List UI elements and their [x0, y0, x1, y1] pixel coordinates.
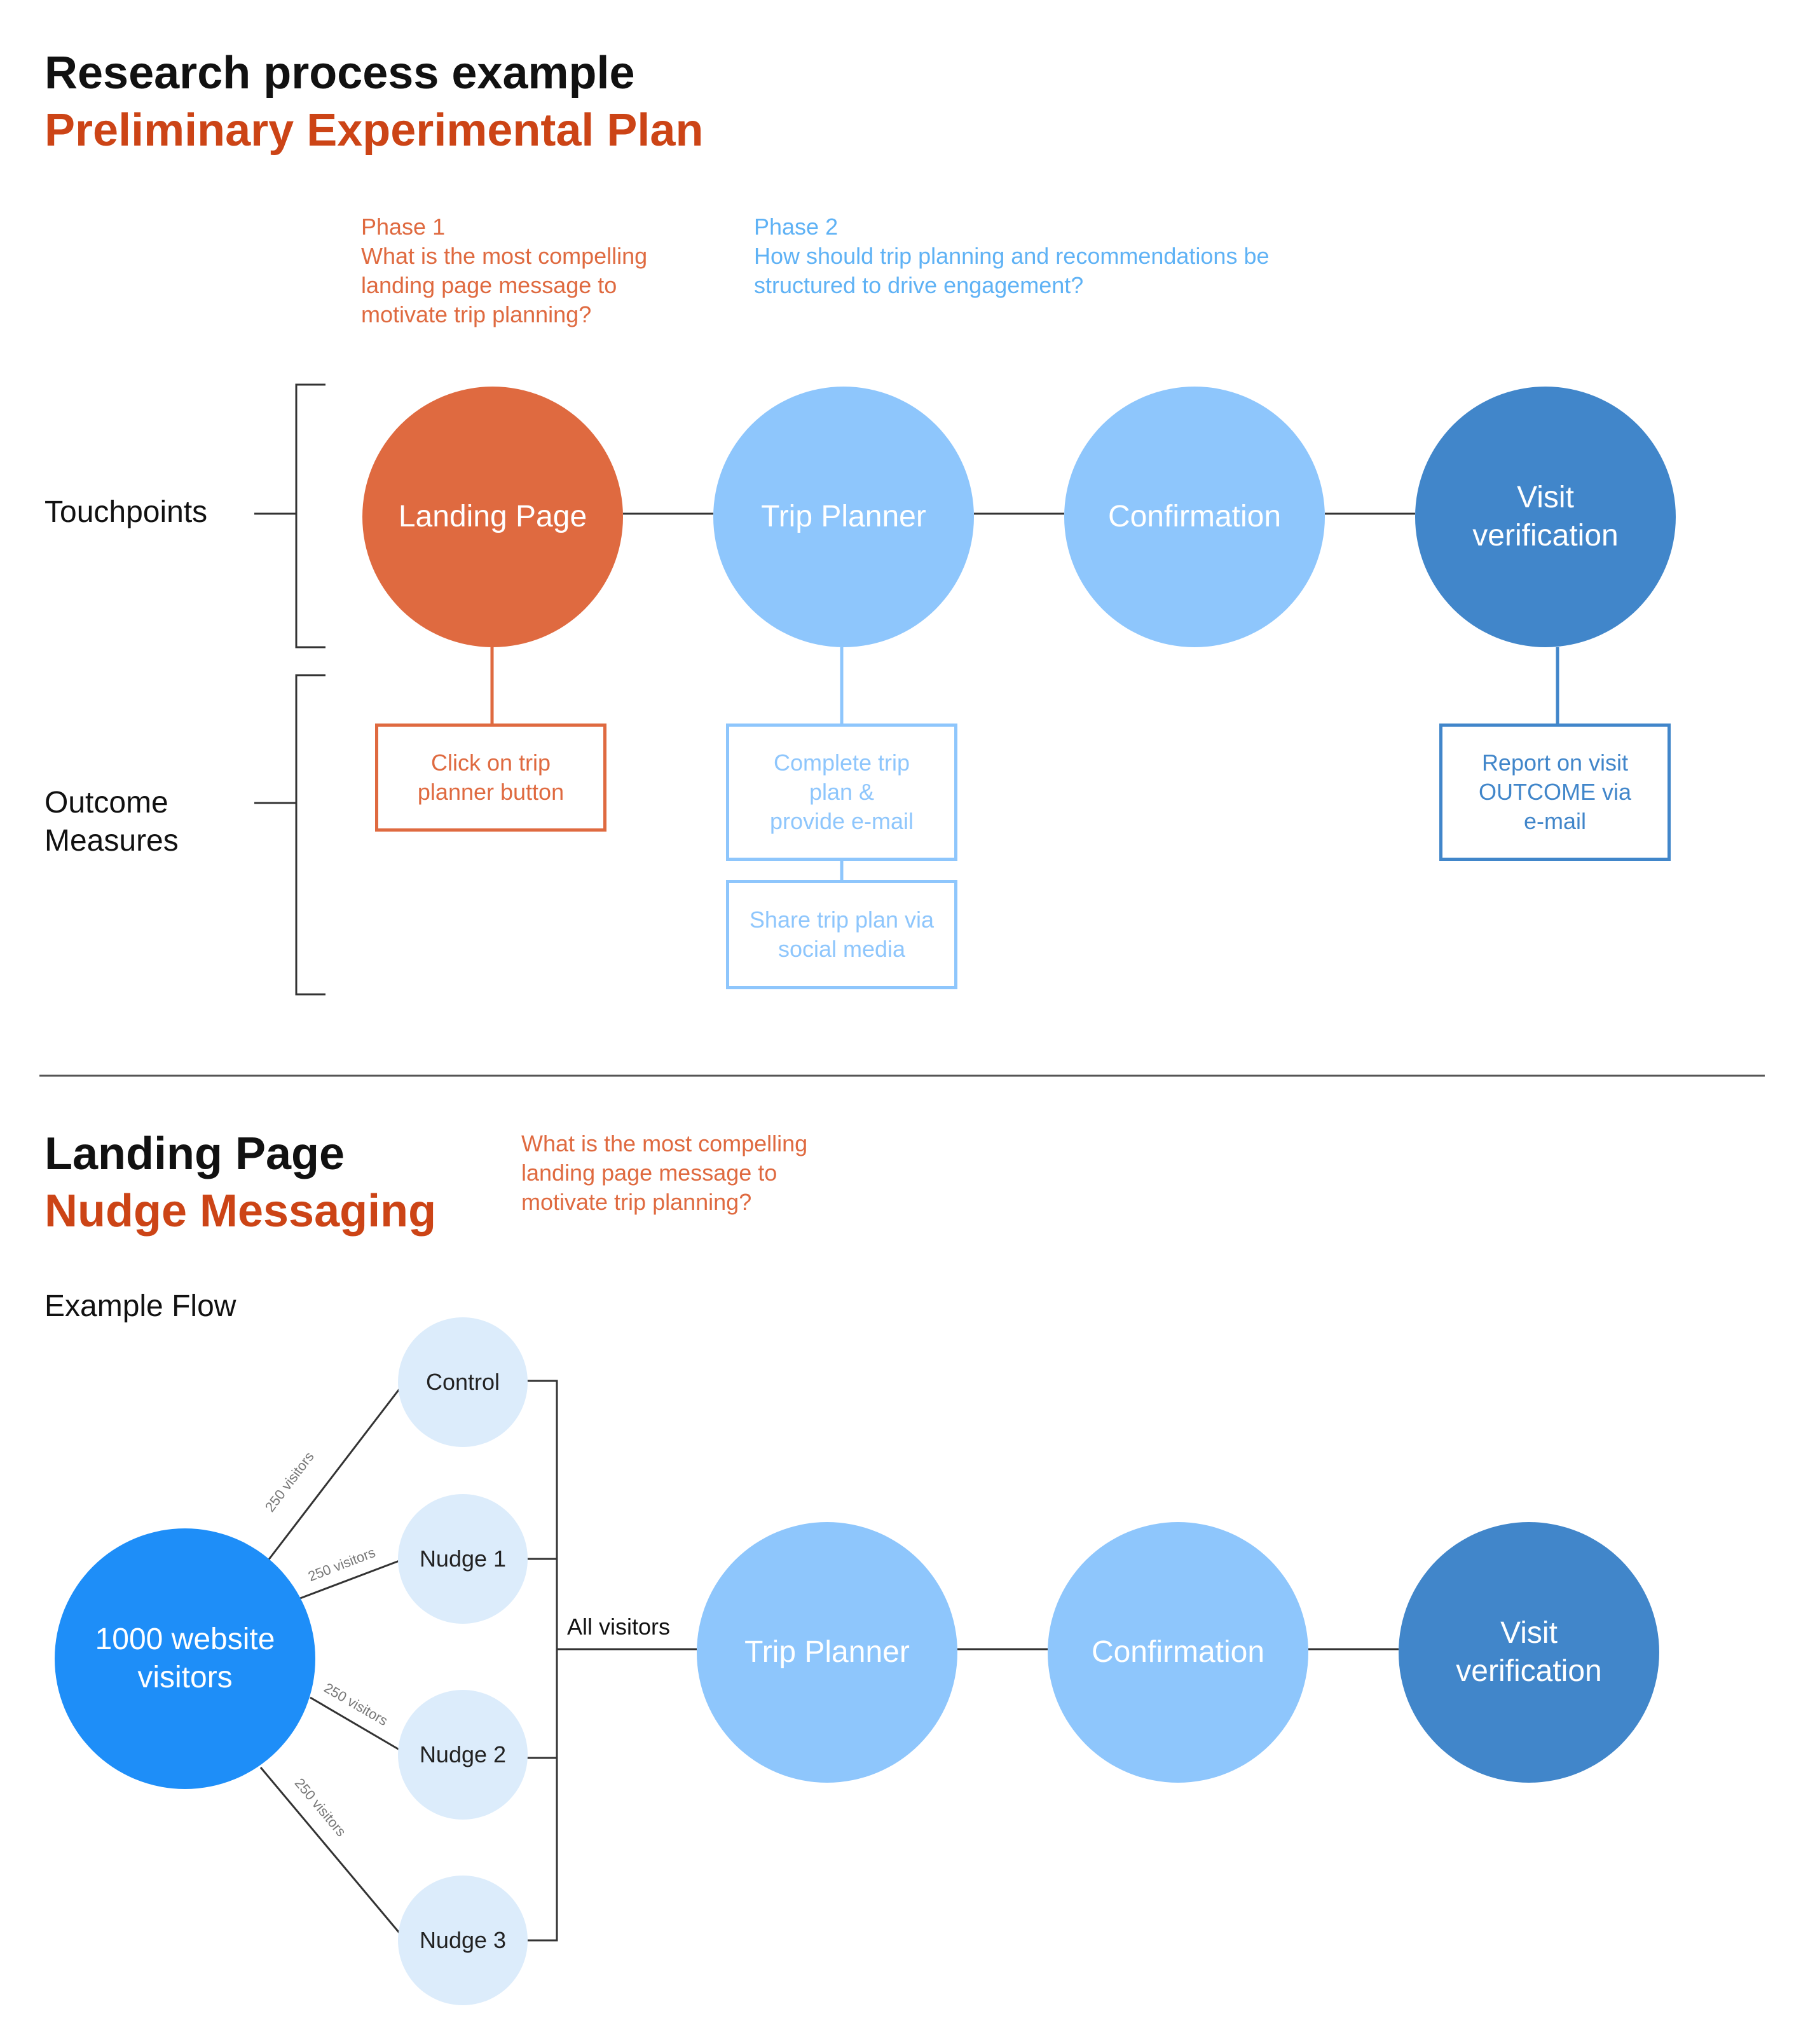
edge-nudge1: [299, 1560, 400, 1600]
touchpoints-bracket: [295, 383, 325, 648]
outcome-visit: Report on visit OUTCOME via e-mail: [1439, 724, 1671, 861]
group-nudge-3: Nudge 3: [398, 1876, 528, 2005]
section1-subtitle: Preliminary Experimental Plan: [45, 105, 704, 156]
merge-bracket: [526, 1380, 558, 1942]
touchpoint-confirmation-label: Confirmation: [1107, 500, 1282, 533]
edge-nudge2: [310, 1696, 400, 1751]
group-nudge-3-label: Nudge 3: [419, 1927, 507, 1953]
outcome-landing-label: Click on trip planner button: [417, 750, 565, 805]
group-control: Control: [398, 1317, 528, 1447]
outcome-landing: Click on trip planner button: [375, 724, 606, 832]
touchpoint-visit-verification-label: Visit verification: [1472, 481, 1619, 552]
touchpoint-visit-verification: Visit verification: [1415, 387, 1676, 647]
section2-question: What is the most compelling landing page…: [521, 1130, 808, 1215]
outcome-planner-2-label: Share trip plan via social media: [749, 907, 935, 962]
flow-visit-verification-label: Visit verification: [1456, 1616, 1602, 1688]
outcome-planner-2: Share trip plan via social media: [726, 880, 957, 989]
touchpoint-landing-page: Landing Page: [362, 387, 623, 647]
group-nudge-2: Nudge 2: [398, 1690, 528, 1820]
outcome-visit-label: Report on visit OUTCOME via e-mail: [1478, 750, 1631, 834]
section2-title: Landing Page: [45, 1128, 345, 1179]
phase1-label: Phase 1: [361, 214, 446, 240]
group-nudge-1-label: Nudge 1: [419, 1546, 507, 1572]
edge-control: [267, 1389, 401, 1561]
group-nudge-2-label: Nudge 2: [419, 1741, 507, 1767]
group-nudge-1: Nudge 1: [398, 1494, 528, 1624]
phase2-question: How should trip planning and recommendat…: [754, 243, 1270, 298]
flow-trip-planner: Trip Planner: [697, 1522, 957, 1783]
group-control-label: Control: [425, 1369, 500, 1395]
source-visitors-label: 1000 website visitors: [95, 1622, 275, 1694]
outcomes-bracket: [295, 674, 325, 996]
section2-subtitle: Nudge Messaging: [45, 1186, 437, 1237]
phase2-label: Phase 2: [754, 214, 839, 240]
outcome-planner-1: Complete trip plan & provide e-mail: [726, 724, 957, 861]
flow-trip-planner-label: Trip Planner: [744, 1635, 910, 1669]
touchpoint-trip-planner-label: Trip Planner: [761, 500, 926, 533]
flow-confirmation-label: Confirmation: [1091, 1635, 1265, 1669]
touchpoint-trip-planner: Trip Planner: [713, 387, 974, 647]
outcome-planner-1-label: Complete trip plan & provide e-mail: [769, 750, 914, 834]
touchpoint-confirmation: Confirmation: [1064, 387, 1325, 647]
example-flow-label: Example Flow: [45, 1289, 236, 1323]
source-visitors: 1000 website visitors: [55, 1528, 315, 1789]
phase1-question: What is the most compelling landing page…: [361, 243, 648, 327]
phase1-block: Phase 1 What is the most compelling land…: [361, 212, 647, 329]
touchpoints-label: Touchpoints: [45, 495, 208, 529]
touchpoint-landing-page-label: Landing Page: [398, 500, 587, 533]
section1-title: Research process example: [45, 48, 635, 99]
edge-nudge3: [259, 1767, 401, 1933]
flow-visit-verification: Visit verification: [1399, 1522, 1659, 1783]
merge-label: All visitors: [567, 1614, 671, 1640]
outcomes-label: Outcome Measures: [45, 786, 179, 858]
flow-confirmation: Confirmation: [1048, 1522, 1308, 1783]
phase2-block: Phase 2 How should trip planning and rec…: [754, 212, 1270, 300]
